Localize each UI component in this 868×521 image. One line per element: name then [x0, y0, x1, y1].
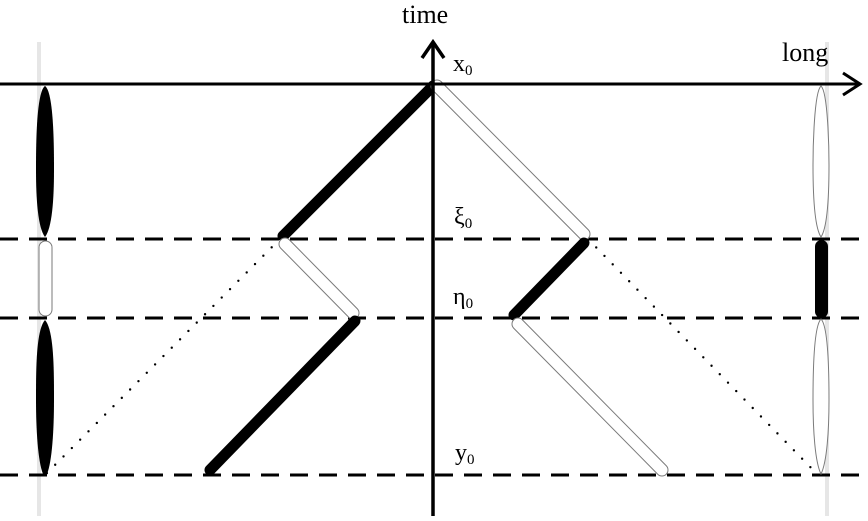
level-symbol: ξ [454, 204, 465, 230]
right-path-seg1-white [431, 80, 590, 240]
vertical-axis-arrow-icon [420, 38, 446, 59]
level-subscript: 0 [465, 296, 474, 312]
left-bar-black-bottom [36, 320, 54, 474]
right-bar-black-mid [815, 240, 828, 318]
left-path-seg1-black [277, 80, 439, 242]
right-bar-white-bottom [812, 318, 830, 476]
level-label-x0: x0 [453, 51, 473, 79]
left-path [204, 80, 439, 476]
level-symbol: y [455, 440, 467, 466]
level-label-eta0: η0 [453, 284, 474, 312]
right-path-seg2-black [508, 237, 590, 321]
left-path-seg2-white [279, 238, 359, 319]
level-subscript: 0 [464, 216, 473, 232]
long-axis-label: long [782, 38, 829, 67]
level-subscript: 0 [467, 452, 475, 468]
axes [0, 38, 863, 516]
dotted-lines [43, 237, 820, 477]
left-path-seg3-black [204, 315, 361, 476]
horizontal-axis-arrow-icon [842, 71, 863, 97]
right-bar-white-top [812, 85, 830, 238]
left-bar-black-top [36, 86, 54, 237]
level-symbol: x [453, 51, 465, 77]
level-label-xi0: ξ0 [454, 204, 473, 232]
right-path-seg3-white [512, 318, 668, 476]
right-bar [812, 85, 830, 476]
time-axis-label: time [402, 0, 449, 29]
left-bar-white-mid [38, 240, 53, 317]
right-path [430, 79, 669, 477]
level-subscript: 0 [465, 63, 473, 79]
right-dotted-line [586, 237, 820, 477]
left-bar [36, 86, 54, 474]
level-symbol: η [453, 284, 466, 310]
level-label-y0: y0 [455, 440, 475, 468]
